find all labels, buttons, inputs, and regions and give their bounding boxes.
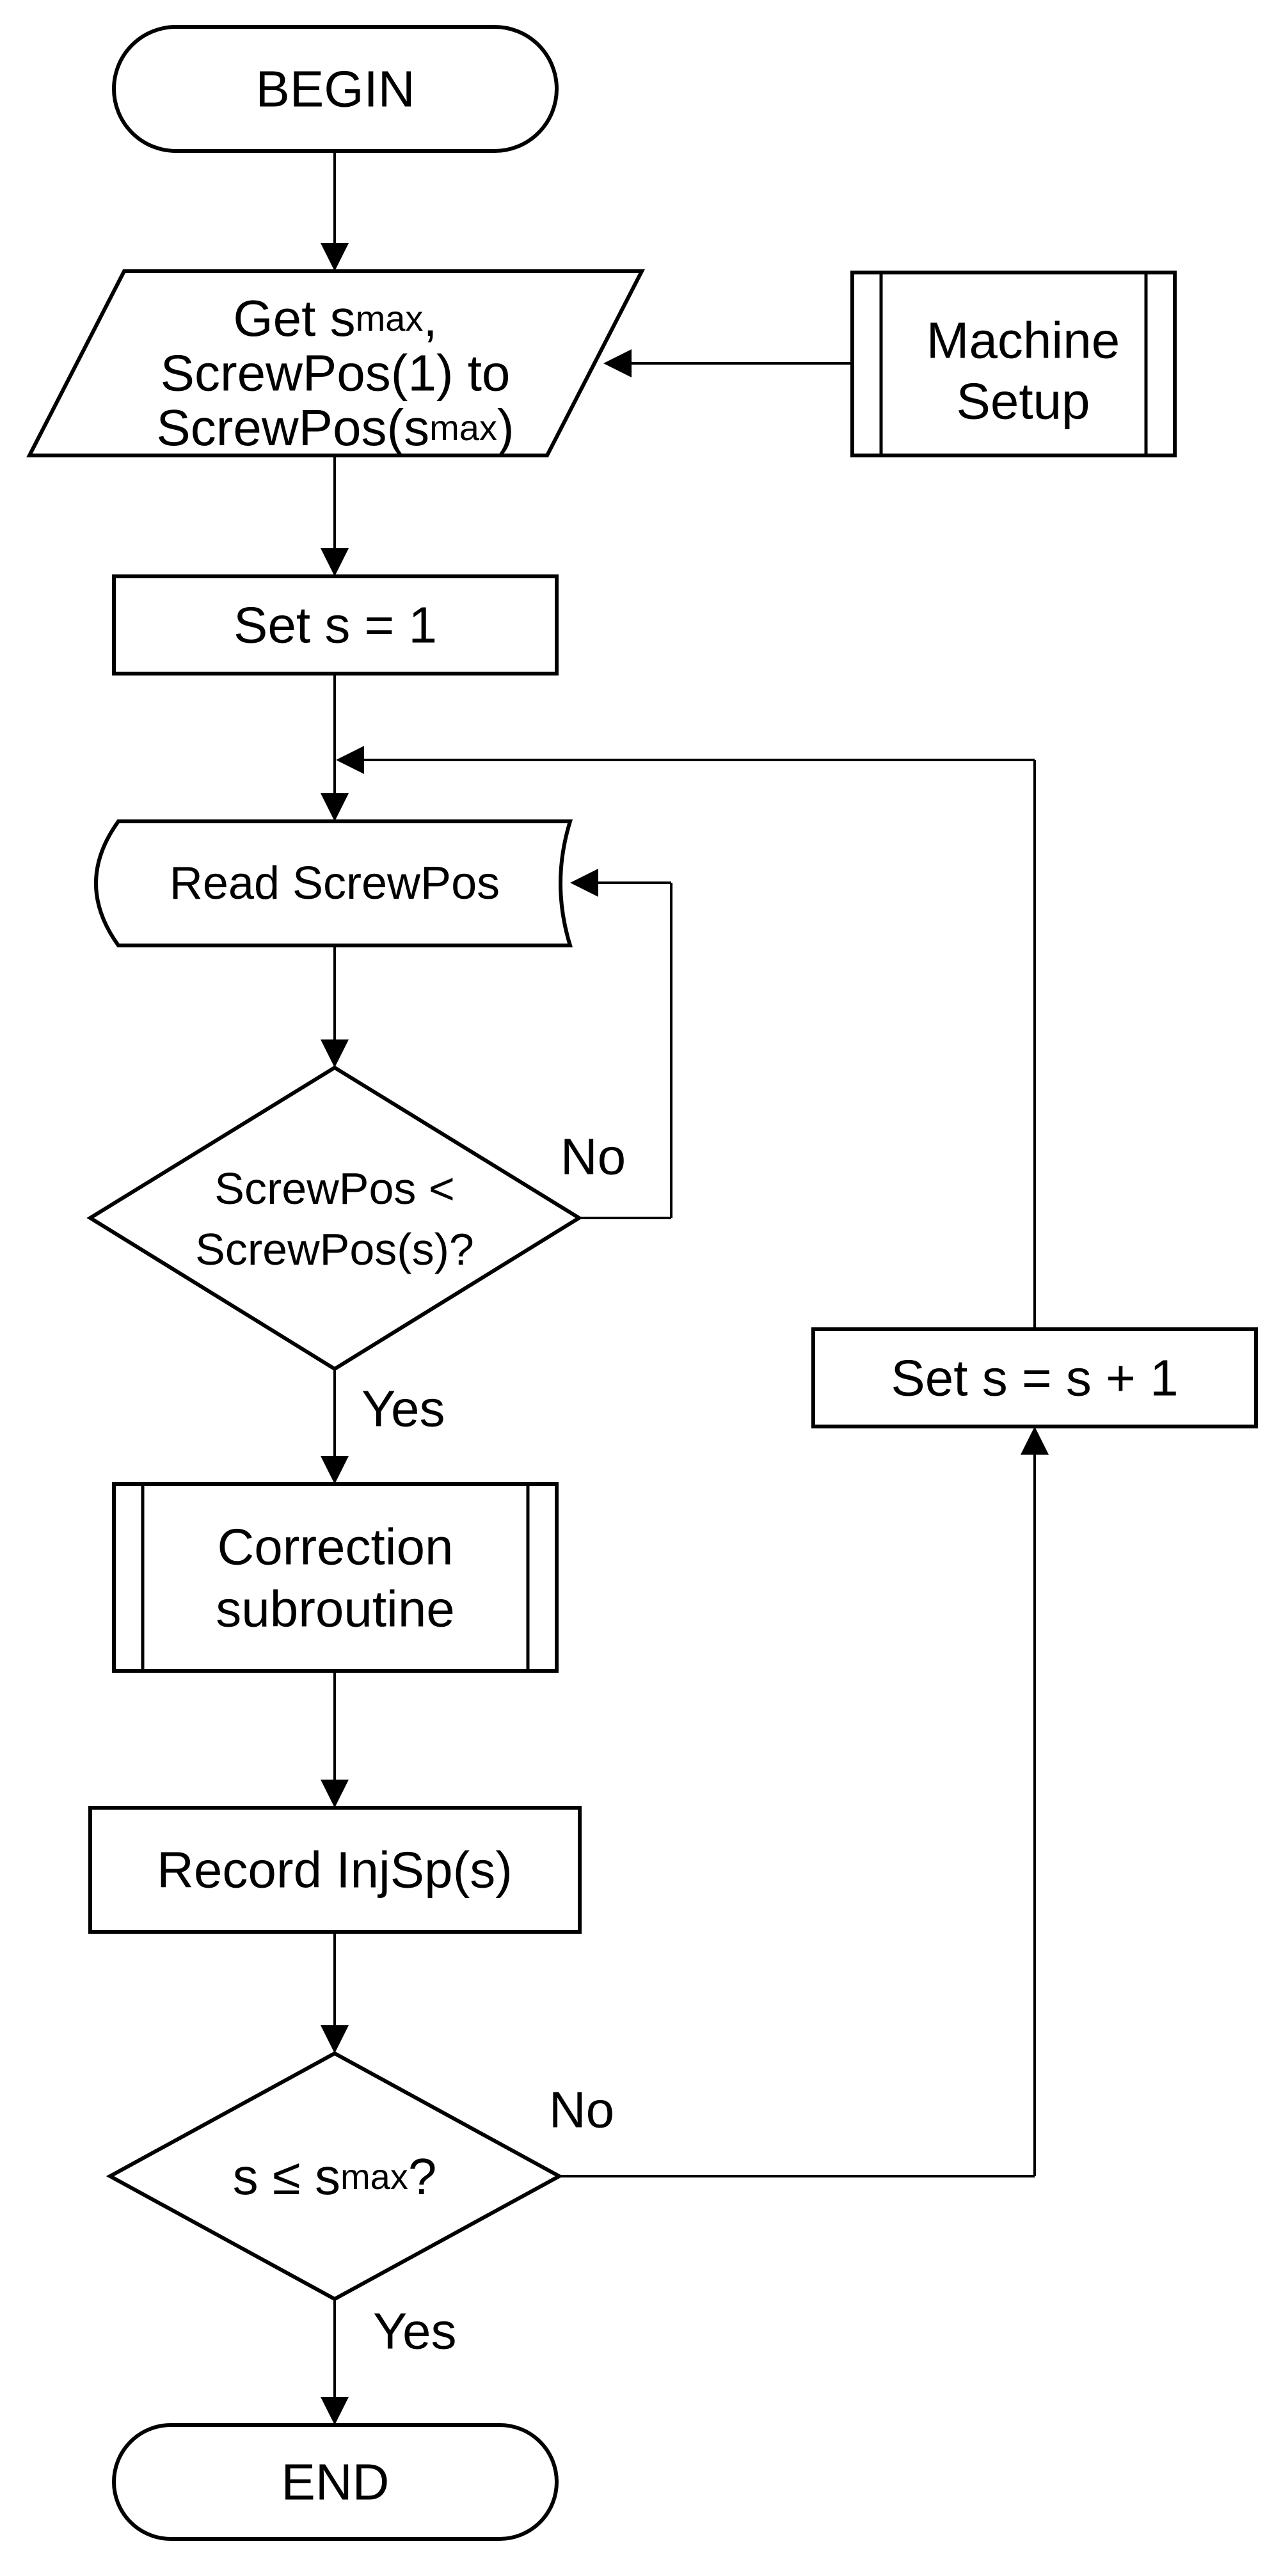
read-screwpos-label: Read ScrewPos: [170, 858, 500, 909]
machine-setup-predefined-process: Machine Setup: [850, 271, 1177, 457]
correction-line2: subroutine: [216, 1581, 455, 1638]
machine-setup-line1: Machine: [927, 312, 1120, 369]
arrowhead-no-loop: [570, 869, 598, 897]
get-input-line2: ScrewPos(1) to: [161, 345, 511, 402]
read-screwpos-stored-data: Read ScrewPos: [94, 819, 573, 947]
arrowhead-decision2: [321, 2025, 349, 2053]
get-input-line3: ScrewPos(smax): [156, 399, 514, 456]
arrowhead-set-s: [321, 548, 349, 576]
begin-terminal: BEGIN: [112, 25, 559, 153]
decision1-line2: ScrewPos(s)?: [195, 1224, 474, 1274]
decision1-line1: ScrewPos <: [214, 1164, 454, 1213]
increment-label: Set s = s + 1: [891, 1350, 1178, 1407]
record-label: Record InjSp(s): [157, 1842, 513, 1899]
arrowhead-read: [321, 793, 349, 821]
set-s-1-process: Set s = 1: [112, 574, 559, 676]
decision1-yes-label: Yes: [362, 1380, 445, 1437]
arrowhead-setup: [603, 349, 632, 377]
arrowhead-input: [321, 243, 349, 271]
arrowhead-end: [321, 2397, 349, 2425]
increment-process: Set s = s + 1: [811, 1327, 1258, 1428]
machine-setup-line2: Setup: [956, 373, 1090, 430]
arrowhead-loop: [336, 746, 364, 774]
correction-predefined-process: Correction subroutine: [112, 1482, 559, 1673]
decision2-no-label: No: [549, 2082, 614, 2138]
end-label: END: [282, 2454, 390, 2511]
decision-s-max: s ≤ smax?: [106, 2051, 564, 2302]
decision1-no-label: No: [561, 1128, 626, 1185]
arrowhead-increment: [1021, 1426, 1049, 1455]
get-input-line1: Get smax,: [233, 290, 437, 347]
connectors: [321, 151, 1049, 2425]
decision-screwpos: ScrewPos < ScrewPos(s)?: [86, 1065, 583, 1371]
correction-line1: Correction: [217, 1519, 453, 1576]
begin-label: BEGIN: [256, 61, 415, 118]
end-terminal: END: [112, 2423, 559, 2541]
get-input-parallelogram: Get smax, ScrewPos(1) to ScrewPos(smax): [26, 269, 645, 457]
decision2-yes-label: Yes: [373, 2303, 457, 2360]
arrowhead-record: [321, 1780, 349, 1808]
arrowhead-decision1: [321, 1039, 349, 1068]
arrowhead-correction: [321, 1456, 349, 1484]
record-injsp-process: Record InjSp(s): [88, 1806, 582, 1934]
decision2-label: s ≤ smax?: [233, 2148, 437, 2205]
set-s-1-label: Set s = 1: [234, 597, 437, 654]
